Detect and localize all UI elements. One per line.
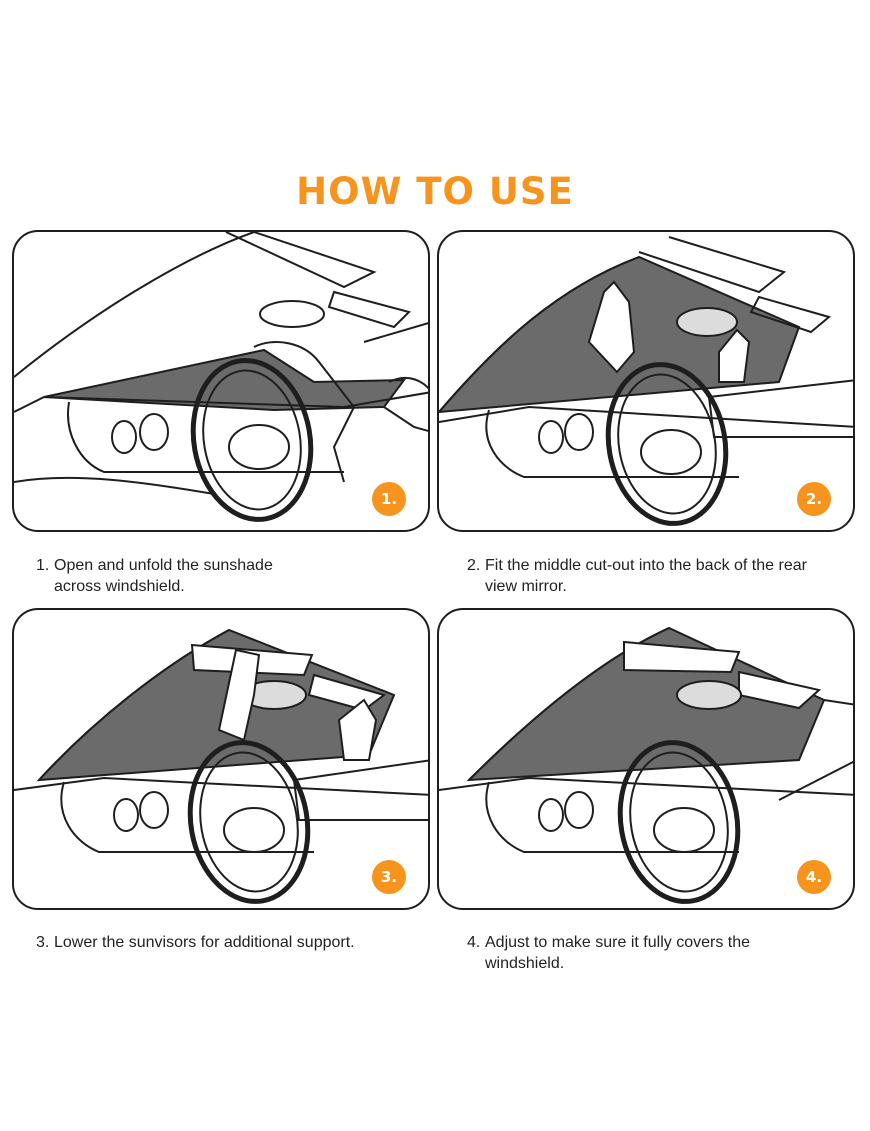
page-title: HOW TO USE xyxy=(296,170,574,213)
step-1-illustration: 1. xyxy=(12,230,430,532)
step-text: Open and unfold the sunshade across wind… xyxy=(54,557,273,595)
step-number: 3. xyxy=(36,934,50,951)
step-badge: 2. xyxy=(797,482,831,516)
step-2-illustration: 2. xyxy=(437,230,855,532)
step-1-caption: 1. Open and unfold the sunshade across w… xyxy=(36,555,426,597)
step-number: 1. xyxy=(36,557,50,574)
step-badge: 1. xyxy=(372,482,406,516)
step-number: 4. xyxy=(467,934,481,951)
step-number: 2. xyxy=(467,557,481,574)
step-text: Fit the middle cut-out into the back of … xyxy=(485,557,807,595)
step-4-caption: 4. Adjust to make sure it fully covers t… xyxy=(467,932,857,974)
step-3-illustration: 3. xyxy=(12,608,430,910)
step-3-caption: 3. Lower the sunvisors for additional su… xyxy=(36,932,426,953)
step-4-illustration: 4. xyxy=(437,608,855,910)
step-2-caption: 2. Fit the middle cut-out into the back … xyxy=(467,555,857,597)
step-text: Lower the sunvisors for additional suppo… xyxy=(54,934,355,951)
step-text: Adjust to make sure it fully covers the … xyxy=(485,934,750,972)
step-badge: 4. xyxy=(797,860,831,894)
step-badge: 3. xyxy=(372,860,406,894)
